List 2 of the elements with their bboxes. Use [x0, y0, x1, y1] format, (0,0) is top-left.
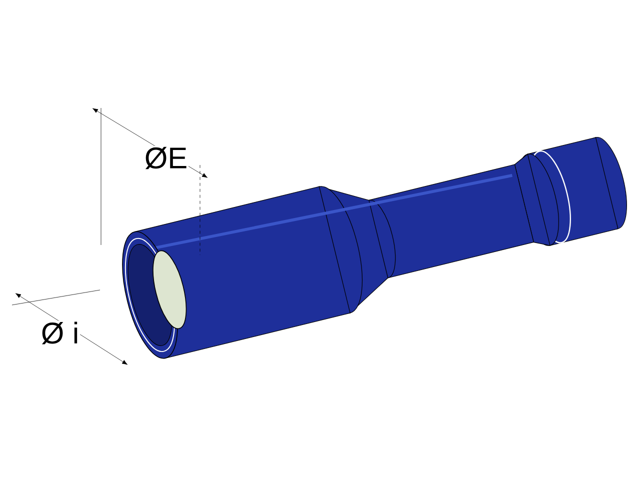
dimension-label: Ø i [42, 322, 78, 344]
dimension-label: ØE [145, 146, 186, 170]
